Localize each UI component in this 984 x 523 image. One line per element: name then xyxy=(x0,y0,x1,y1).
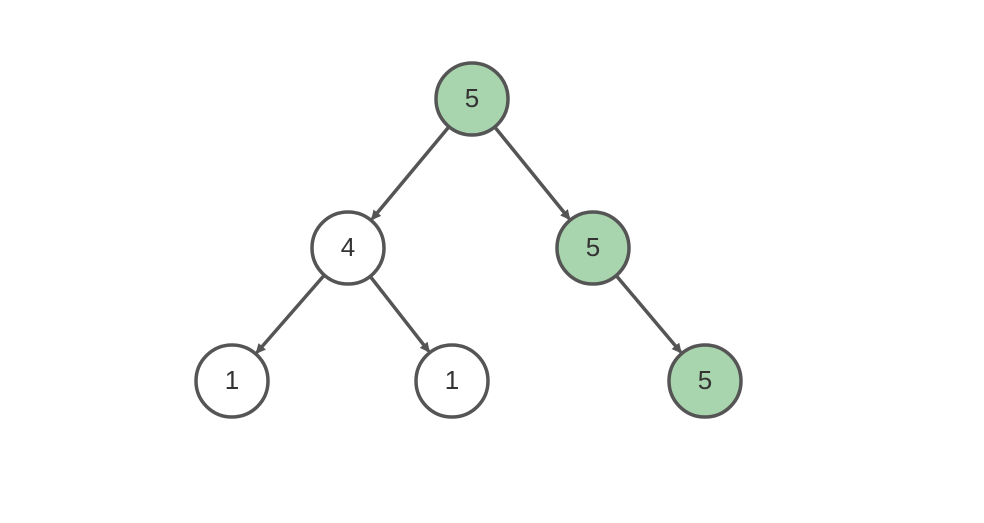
tree-node-left: 4 xyxy=(310,210,386,286)
node-circle xyxy=(310,210,386,286)
node-value: 5 xyxy=(698,365,712,395)
node-circle xyxy=(667,343,743,419)
node-value: 5 xyxy=(465,83,479,113)
node-value: 5 xyxy=(586,232,600,262)
edge-arrow-right-to-right-right xyxy=(615,275,682,354)
edges-layer xyxy=(255,126,682,354)
node-value: 1 xyxy=(225,365,239,395)
tree-node-right: 5 xyxy=(555,210,631,286)
node-circle xyxy=(414,343,490,419)
edge-arrow-left-to-left-left xyxy=(255,274,325,354)
tree-node-left-left: 1 xyxy=(194,343,270,419)
node-value: 4 xyxy=(341,232,355,262)
node-circle xyxy=(434,61,510,137)
edge-arrow-left-to-left-right xyxy=(369,276,430,353)
nodes-layer: 5 4 5 1 1 5 xyxy=(194,61,743,419)
tree-node-right-right: 5 xyxy=(667,343,743,419)
node-circle xyxy=(555,210,631,286)
node-circle xyxy=(194,343,270,419)
tree-node-root: 5 xyxy=(434,61,510,137)
node-value: 1 xyxy=(445,365,459,395)
tree-node-left-right: 1 xyxy=(414,343,490,419)
edge-arrow-root-to-right xyxy=(494,126,571,221)
edge-arrow-root-to-left xyxy=(371,126,450,221)
